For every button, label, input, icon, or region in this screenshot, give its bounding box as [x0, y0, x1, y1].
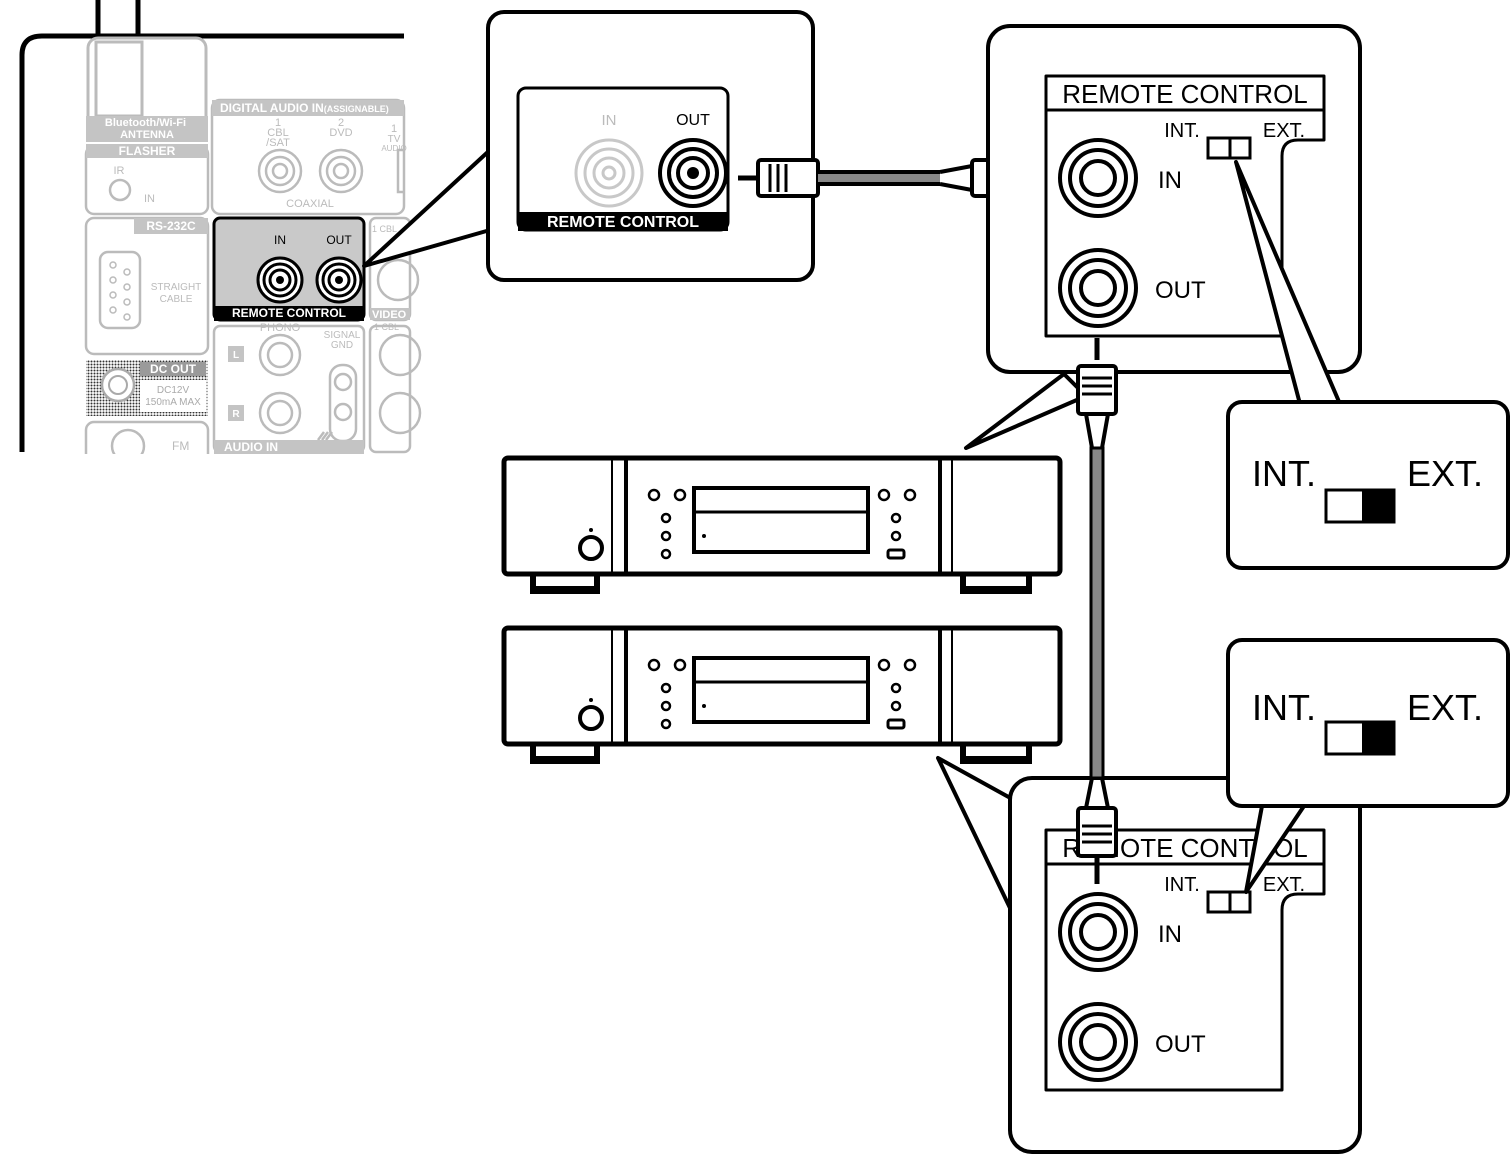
dai-jack2-num: 2 [338, 117, 344, 129]
receiver-rc-out-jack-icon [315, 256, 363, 304]
digital-audio-in-title: DIGITAL AUDIO IN(ASSIGNABLE) [220, 101, 389, 115]
callout-top-ext-label: EXT. [1407, 453, 1483, 494]
receiver-rear-panel: Bluetooth/Wi-Fi ANTENNA FLASHER IR IN DI… [0, 0, 422, 464]
coaxial-jack-icons [257, 148, 404, 194]
callout-top-switch-icon [1324, 488, 1396, 524]
antenna-line2: ANTENNA [120, 129, 174, 141]
device-bottom-out-label: OUT [1155, 1031, 1206, 1058]
receiver-rc-zoom-callout: IN OUT REMOTE CONTROL [486, 10, 815, 282]
upper-usb-icon [886, 548, 906, 560]
flasher-in-label: IN [144, 193, 155, 205]
device-top-out-jack-icon [1058, 248, 1138, 328]
flasher-jack-icon [108, 178, 132, 202]
upper-power-button-icon [578, 535, 604, 561]
device-top-in-label: IN [1158, 167, 1182, 194]
rs232c-title: RS-232C [146, 219, 196, 233]
phono-l-label: L [233, 350, 239, 361]
zoom-out-label: OUT [676, 112, 710, 129]
signal-gnd-l1: SIGNAL [324, 330, 361, 341]
dai-jack3-num: 1 [391, 123, 397, 135]
dai-jack3-name-l2: AUDIO [381, 144, 406, 153]
device-bottom-rc-panel: REMOTE CONTROL INT. EXT. IN OUT [1008, 776, 1362, 1154]
video-top-label: 1 CBL [372, 224, 397, 234]
device-bottom-int-label: INT. [1164, 874, 1200, 896]
dai-jack1-num: 1 [275, 117, 281, 129]
rs232c-cable-l1: STRAIGHT [151, 282, 202, 293]
dai-title-suffix: (ASSIGNABLE) [324, 104, 389, 114]
cable-device-to-device [1076, 338, 1118, 884]
ground-terminal-icon [317, 363, 358, 443]
coaxial-label: COAXIAL [286, 198, 334, 210]
zoom-out-jack-icon [658, 138, 728, 208]
device-bottom-in-label: IN [1158, 921, 1182, 948]
antenna-icon [95, 0, 141, 38]
device-top-int-ext-switch[interactable] [1206, 136, 1252, 160]
callout-top-int-label: INT. [1252, 453, 1316, 494]
signal-gnd-l2: GND [331, 340, 353, 351]
flasher-ir-label: IR [114, 165, 125, 177]
video-label: VIDEO [372, 309, 407, 321]
zoom-in-jack-icon [574, 138, 644, 208]
device-top-rc-title: REMOTE CONTROL [1062, 79, 1308, 109]
dai-jack1-name: CBL/SAT [266, 127, 290, 149]
video-jack-icon [376, 258, 420, 302]
callout-bottom-int-label: INT. [1252, 687, 1316, 728]
dai-jack3-name-l1: TV [388, 134, 401, 145]
device-bottom-ext-label: EXT. [1263, 874, 1305, 896]
serial-port-icon [98, 250, 142, 330]
lower-usb-icon [886, 718, 906, 730]
dc-out-spec-l2: 150mA MAX [145, 397, 201, 408]
callout-bottom-ext-label: EXT. [1407, 687, 1483, 728]
receiver-zoom-pointer [362, 148, 492, 268]
flasher-title: FLASHER [119, 144, 176, 158]
fm-label: FM [172, 439, 189, 453]
lower-power-button-icon [578, 705, 604, 731]
device-bottom-out-jack-icon [1058, 1002, 1138, 1082]
device-upper [501, 455, 1063, 594]
device-bottom-int-ext-switch[interactable] [1206, 890, 1252, 914]
device-top-out-label: OUT [1155, 277, 1206, 304]
device-top-ext-label: EXT. [1263, 120, 1305, 142]
device-top-int-label: INT. [1164, 120, 1200, 142]
device-top-in-jack-icon [1058, 138, 1138, 218]
dai-title-main: DIGITAL AUDIO IN [220, 101, 324, 115]
switch-callout-bottom: INT. EXT. [1226, 638, 1510, 808]
dc-out-jack-icon [100, 367, 136, 403]
receiver-rc-in-label: IN [274, 233, 286, 247]
receiver-rc-out-label: OUT [326, 233, 352, 247]
dai-jack2-name: DVD [329, 127, 352, 139]
dc-out-title: DC OUT [150, 362, 197, 376]
switch-callout-top: INT. EXT. [1226, 400, 1510, 570]
zoom-rc-label: REMOTE CONTROL [547, 214, 699, 231]
callout-bottom-switch-icon [1324, 720, 1396, 756]
phono-label: PHONO [260, 322, 301, 334]
cbl-small-label: 1 CBL [374, 322, 399, 332]
rs232c-cable-l2: CABLE [160, 294, 193, 305]
dc-out-spec-l1: DC12V [157, 385, 190, 396]
device-lower [501, 625, 1063, 764]
zoom-in-label: IN [602, 112, 617, 129]
antenna-line1: Bluetooth/Wi-Fi [105, 117, 186, 129]
device-bottom-in-jack-icon [1058, 892, 1138, 972]
upper-device-pointer [964, 372, 1088, 450]
receiver-rc-in-jack-icon [256, 256, 304, 304]
phono-r-label: R [232, 409, 240, 420]
receiver-rc-label: REMOTE CONTROL [232, 306, 346, 320]
antenna-label: Bluetooth/Wi-Fi ANTENNA [105, 117, 189, 141]
lower-device-pointer [936, 756, 1016, 910]
phono-jack-icons [258, 333, 302, 435]
dai-jack1-name-l2: /SAT [266, 137, 290, 149]
audio-in-label: AUDIO IN [224, 440, 278, 454]
dai-jack1-name-l1: CBL [267, 127, 288, 139]
